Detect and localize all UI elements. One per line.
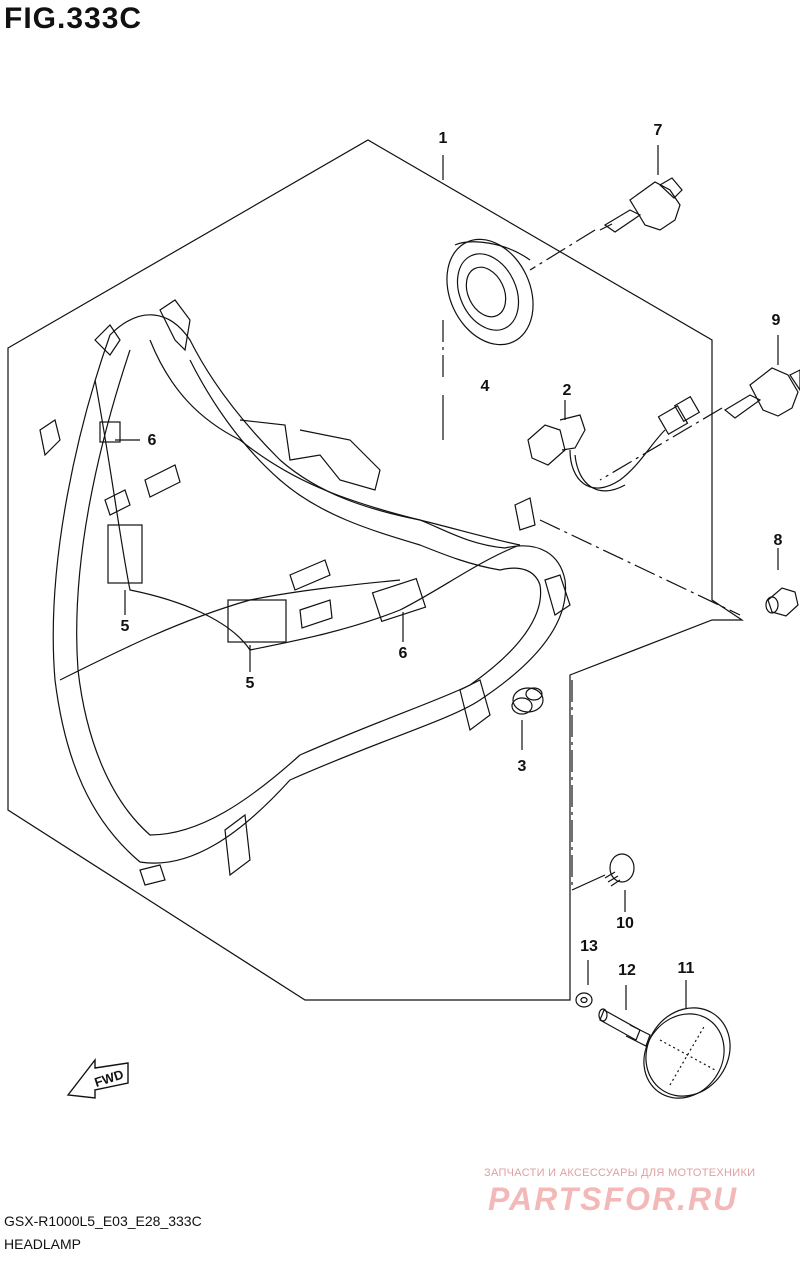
headlamp-housing: [39, 299, 571, 886]
watermark-brand: PARTSFOR.RU: [488, 1181, 739, 1217]
callout-13: 13: [580, 938, 598, 955]
callout-5b: 5: [245, 675, 255, 692]
callout-7: 7: [653, 122, 663, 139]
callout-6a: 6: [147, 432, 157, 449]
leader-8b: [539, 519, 741, 616]
bulb-9: [723, 367, 800, 419]
callout-11: 11: [677, 960, 695, 977]
lens-window-1: [227, 599, 287, 643]
screw-10: [604, 853, 635, 887]
callout-5a: 5: [120, 618, 130, 635]
bolt-12: [598, 1008, 651, 1047]
figure-title: FIG.333C: [4, 2, 143, 35]
fwd-arrow-icon: [66, 1057, 129, 1099]
callout-10: 10: [616, 915, 634, 932]
leader-10b: [571, 874, 606, 891]
callout-12: 12: [618, 962, 636, 979]
grommet-3: [511, 687, 544, 715]
callout-2: 2: [562, 382, 572, 399]
callout-6b: 6: [398, 645, 408, 662]
bulb-8: [765, 587, 799, 617]
callout-1: 1: [438, 130, 448, 147]
rubber-cap: [446, 238, 534, 346]
callout-9: 9: [771, 312, 781, 329]
lens-window-4: [99, 421, 121, 443]
assembly-outline: [7, 139, 744, 1001]
model-code: GSX-R1000L5_E03_E28_333C: [4, 1213, 202, 1229]
watermark-tagline: ЗАПЧАСТИ И АКСЕССУАРЫ ДЛЯ МОТОТЕХНИКИ: [484, 1167, 756, 1179]
socket-harness-2: [527, 395, 701, 492]
leader-7b: [529, 229, 596, 271]
reflector-11: [643, 1007, 731, 1099]
bulb-7: [599, 177, 683, 233]
leader-9b: [599, 407, 723, 481]
washer-13: [575, 992, 593, 1008]
callout-8: 8: [773, 532, 783, 549]
figure-name: HEADLAMP: [4, 1236, 82, 1252]
callout-3: 3: [517, 758, 527, 775]
callout-4: 4: [480, 378, 490, 395]
lens-window-2: [107, 524, 143, 584]
lens-window-3: [371, 577, 427, 623]
